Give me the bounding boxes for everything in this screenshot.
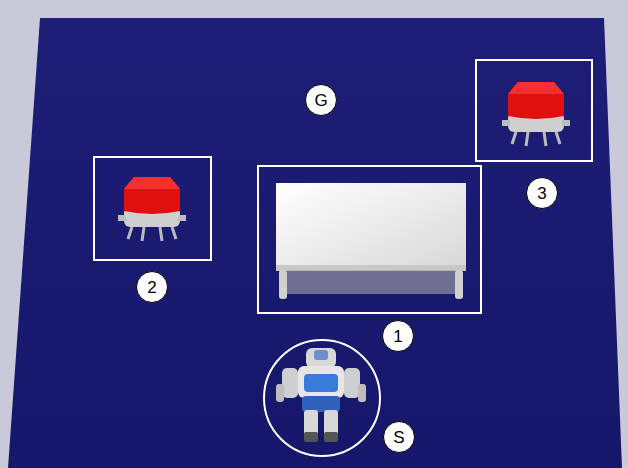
callout-text: 3 [537, 185, 546, 202]
table-frame [258, 166, 481, 313]
chair-right [502, 82, 570, 146]
chair-frame [476, 60, 592, 161]
table [276, 183, 466, 299]
chair-left [118, 177, 186, 241]
callout-text: 1 [393, 328, 402, 345]
callout-number: S [383, 421, 415, 453]
callout-number: 1 [382, 320, 414, 352]
callout-text: G [314, 92, 327, 109]
floor [8, 18, 622, 468]
robot [276, 348, 366, 442]
callout-number: G [305, 84, 337, 116]
callout-text: 2 [147, 279, 156, 296]
chair-frame [94, 157, 211, 260]
callout-number: 2 [136, 271, 168, 303]
callout-text: S [393, 429, 404, 446]
robot-frame [264, 340, 380, 456]
callout-number: 3 [526, 177, 558, 209]
